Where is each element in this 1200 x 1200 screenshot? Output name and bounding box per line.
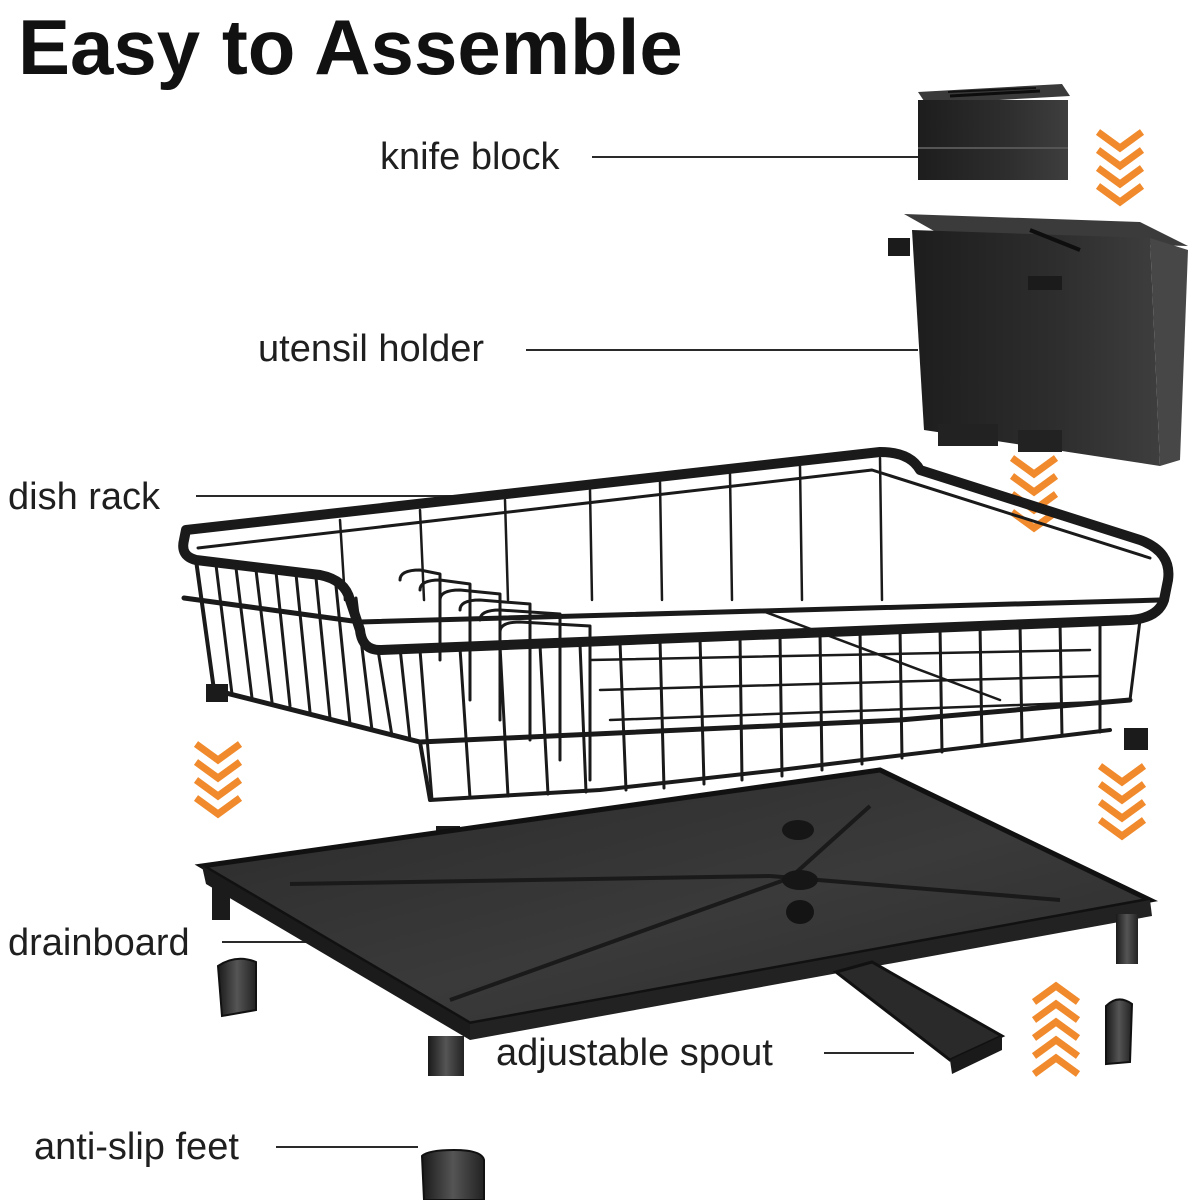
drainboard [194, 767, 1159, 1076]
leader-dish-rack [196, 495, 496, 497]
rack-foot [206, 684, 228, 702]
label-adjustable-spout: adjustable spout [496, 1032, 773, 1074]
label-dish-rack: dish rack [8, 476, 161, 518]
knife-block [918, 84, 1070, 180]
utensil-holder [888, 214, 1188, 466]
leader-anti-slip-feet [276, 1146, 418, 1148]
label-utensil-holder: utensil holder [258, 328, 485, 370]
arrow-down-knife-block [1098, 132, 1142, 202]
leader-adjustable-spout [824, 1052, 914, 1054]
leader-drainboard [222, 941, 322, 943]
dish-rack [178, 447, 1174, 802]
anti-slip-foot-right [1105, 998, 1134, 1066]
arrow-down-dish-rack-left [196, 744, 240, 814]
page-title: Easy to Assemble [18, 3, 683, 91]
label-drainboard: drainboard [8, 922, 190, 964]
label-knife-block: knife block [380, 136, 560, 178]
anti-slip-foot-bottom [420, 1148, 485, 1200]
label-anti-slip-feet: anti-slip feet [34, 1126, 239, 1168]
anti-slip-foot-left [216, 957, 257, 1018]
rack-foot [1124, 728, 1148, 750]
arrow-down-dish-rack-right [1100, 766, 1144, 836]
adjustable-spout [832, 960, 1006, 1074]
leader-utensil-holder [526, 349, 918, 351]
arrow-up-anti-slip-feet [1034, 986, 1078, 1074]
leader-knife-block [592, 156, 918, 158]
